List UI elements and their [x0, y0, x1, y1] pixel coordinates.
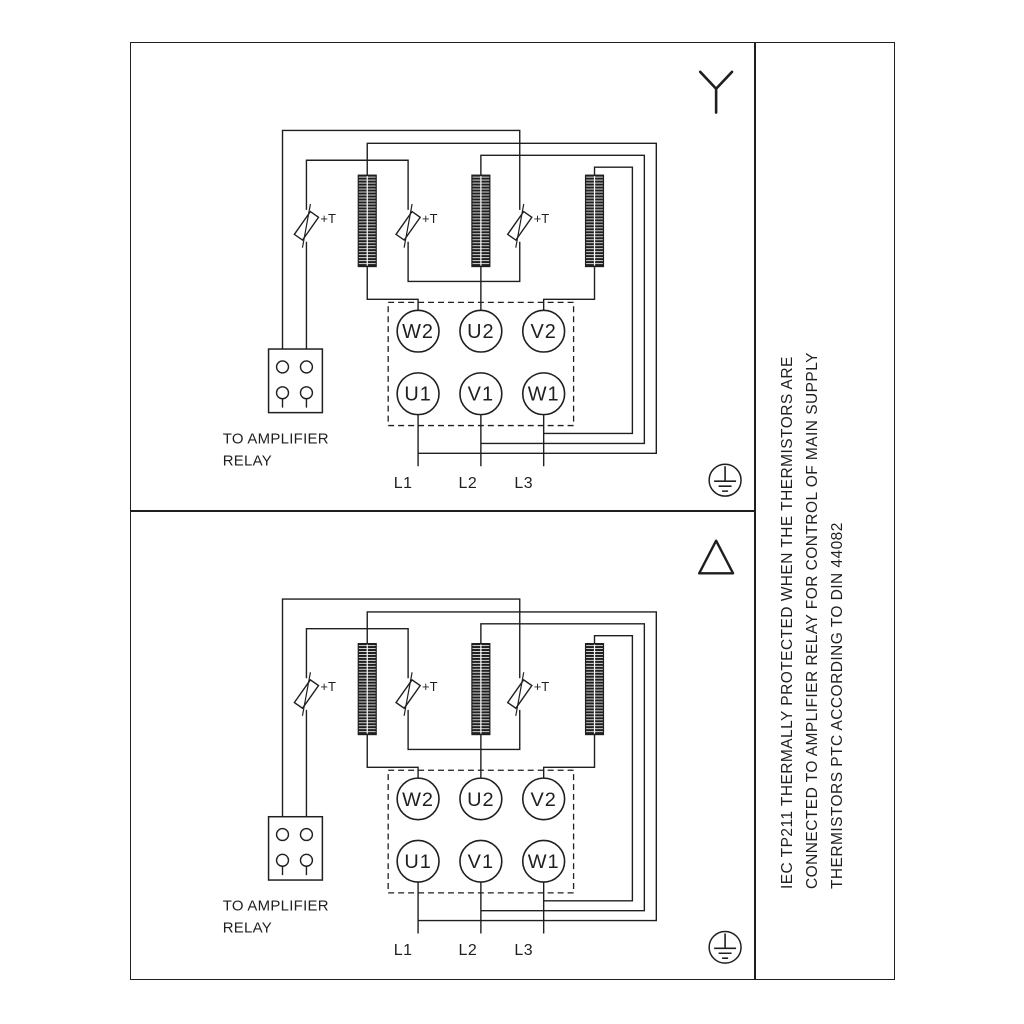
diagram-frame: +T +T +T	[130, 42, 895, 980]
amplifier-relay-connector	[267, 348, 324, 414]
motor-windings	[357, 174, 605, 268]
terminal-w1: W1	[521, 839, 566, 883]
terminal-w2: W2	[396, 777, 440, 821]
supply-wires	[417, 414, 545, 467]
motor-winding-1	[357, 174, 377, 268]
terminal-label: W1	[528, 851, 560, 873]
supply-wires	[417, 882, 545, 934]
thermistor-1: +T	[293, 672, 336, 716]
wiring	[281, 129, 658, 467]
terminals: W2 U2 V2 U1	[396, 777, 566, 883]
thermistor-3: +T	[506, 672, 550, 716]
motor-windings	[357, 642, 605, 736]
side-note-line1: IEC TP211 THERMALLY PROTECTED WHEN THE T…	[778, 356, 796, 889]
terminal-label: V2	[530, 789, 556, 811]
delta-connection-diagram: +T +T +T	[223, 539, 742, 964]
terminal-label: V1	[468, 384, 494, 406]
delta-icon	[697, 539, 735, 575]
relay-pin	[275, 827, 290, 842]
relay-pin	[275, 853, 290, 867]
relay-caption: TO AMPLIFIER RELAY	[223, 430, 329, 469]
relay-pin	[299, 827, 314, 842]
relay-caption: TO AMPLIFIER RELAY	[223, 899, 329, 937]
thermistors: +T +T +T	[293, 203, 550, 248]
terminals: W2 U2 V2 U1	[396, 309, 566, 416]
side-note-line3: THERMISTORS PTC ACCORDING TO DIN 44082	[828, 522, 846, 889]
thermistor-label: +T	[534, 679, 550, 694]
side-note-line2: CONNECTED TO AMPLIFIER RELAY FOR CONTROL…	[803, 352, 821, 889]
supply-label-l3: L3	[514, 942, 533, 959]
star-icon	[698, 70, 734, 114]
thermistor-2: +T	[395, 672, 438, 716]
supply-label-l1: L1	[394, 475, 413, 492]
terminal-u1: U1	[396, 372, 440, 416]
terminal-label: V2	[530, 321, 556, 343]
terminal-w2: W2	[396, 309, 440, 353]
terminal-v1: V1	[459, 372, 503, 416]
thermistor-label: +T	[320, 211, 336, 226]
wiring	[281, 598, 658, 934]
terminal-label: U2	[467, 789, 494, 811]
panel-star: +T +T +T	[131, 43, 754, 510]
relay-caption-line2: RELAY	[223, 921, 272, 937]
thermistor-label: +T	[534, 211, 550, 226]
relay-pin	[299, 386, 314, 400]
relay-pin	[275, 360, 290, 374]
thermistors: +T +T +T	[293, 672, 550, 716]
star-connection-diagram: +T +T +T	[223, 70, 742, 497]
motor-winding-1	[357, 642, 377, 736]
relay-caption-line1: TO AMPLIFIER	[223, 430, 329, 447]
motor-winding-3	[584, 174, 605, 268]
terminal-u2: U2	[459, 777, 503, 821]
earth-ground-icon	[708, 930, 742, 964]
terminal-label: W2	[402, 321, 434, 343]
winding-top-routing-wires	[366, 142, 658, 455]
supply-label-l2: L2	[459, 942, 478, 959]
terminal-v2: V2	[521, 777, 566, 821]
winding-to-terminal-wires	[366, 266, 596, 311]
terminal-label: W2	[402, 789, 434, 811]
amplifier-relay-connector	[267, 815, 324, 881]
earth-ground-icon	[708, 463, 742, 497]
terminal-label: V1	[468, 851, 494, 873]
terminal-board-outline	[387, 301, 575, 427]
terminal-v1: V1	[459, 839, 503, 883]
motor-winding-3	[584, 642, 605, 736]
motor-winding-2	[471, 642, 491, 736]
supply-label-l3: L3	[514, 475, 533, 492]
terminal-u2: U2	[459, 309, 503, 353]
terminal-u1: U1	[396, 839, 440, 883]
relay-caption-line1: TO AMPLIFIER	[223, 899, 329, 915]
side-note-column: IEC TP211 THERMALLY PROTECTED WHEN THE T…	[756, 43, 892, 977]
relay-pin	[299, 360, 314, 374]
supply-label-l1: L1	[394, 942, 413, 959]
side-column-divider	[754, 43, 756, 979]
side-note-text: IEC TP211 THERMALLY PROTECTED WHEN THE T…	[756, 43, 892, 977]
winding-top-routing-wires	[366, 611, 658, 922]
panel-delta: +T +T +T	[131, 512, 754, 977]
terminal-label: U1	[404, 384, 431, 406]
terminal-label: U1	[404, 851, 431, 873]
thermistor-label: +T	[320, 679, 336, 694]
supply-label-l2: L2	[459, 475, 478, 492]
relay-caption-line2: RELAY	[223, 452, 272, 469]
relay-pin	[275, 386, 290, 400]
thermistor-1: +T	[293, 203, 336, 248]
thermistor-label: +T	[422, 679, 438, 694]
terminal-label: W1	[528, 384, 560, 406]
motor-winding-2	[471, 174, 491, 268]
thermistor-3: +T	[506, 203, 550, 248]
terminal-w1: W1	[521, 372, 566, 416]
thermistor-label: +T	[422, 211, 438, 226]
terminal-label: U2	[467, 321, 494, 343]
relay-pin	[299, 853, 314, 867]
panel-divider	[131, 510, 754, 512]
terminal-board-outline	[387, 769, 575, 894]
thermistor-circuit-wire	[281, 129, 521, 361]
thermistor-2: +T	[395, 203, 438, 248]
winding-to-terminal-wires	[366, 734, 596, 779]
terminal-v2: V2	[521, 309, 566, 353]
thermistor-circuit-wire	[281, 598, 521, 829]
